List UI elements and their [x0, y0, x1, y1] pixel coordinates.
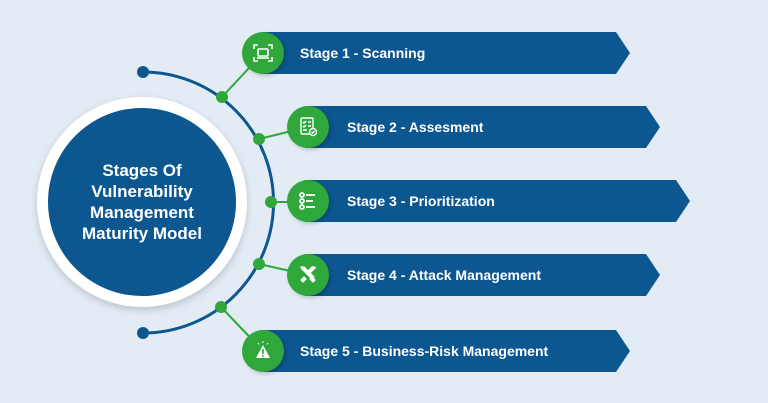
- node-dot-3: [265, 196, 277, 208]
- stage-banner-1: [262, 32, 630, 74]
- node-dot-1: [216, 91, 228, 103]
- warning-icon: [242, 330, 284, 372]
- scan-screen-icon: [242, 32, 284, 74]
- node-dot-5: [215, 301, 227, 313]
- arc-end-dot-bottom: [137, 327, 149, 339]
- stage-label-1: Stage 1 - Scanning: [300, 45, 426, 61]
- stage-banner-3: [305, 180, 690, 222]
- stage-label-2: Stage 2 - Assesment: [347, 119, 484, 135]
- list-icon: [287, 180, 329, 222]
- stage-label-3: Stage 3 - Prioritization: [347, 193, 495, 209]
- checklist-icon: [287, 106, 329, 148]
- stage-banner-4: [305, 254, 660, 296]
- stage-banner-5: [262, 330, 630, 372]
- center-circle: Stages Of Vulnerability Management Matur…: [48, 108, 236, 296]
- stage-label-5: Stage 5 - Business-Risk Management: [300, 343, 549, 359]
- node-dot-4: [253, 258, 265, 270]
- node-dot-2: [253, 133, 265, 145]
- crossed-swords-icon: [287, 254, 329, 296]
- stage-banner-2: [305, 106, 660, 148]
- center-title: Stages Of Vulnerability Management Matur…: [82, 161, 202, 243]
- stage-label-4: Stage 4 - Attack Management: [347, 267, 541, 283]
- arc-end-dot-top: [137, 66, 149, 78]
